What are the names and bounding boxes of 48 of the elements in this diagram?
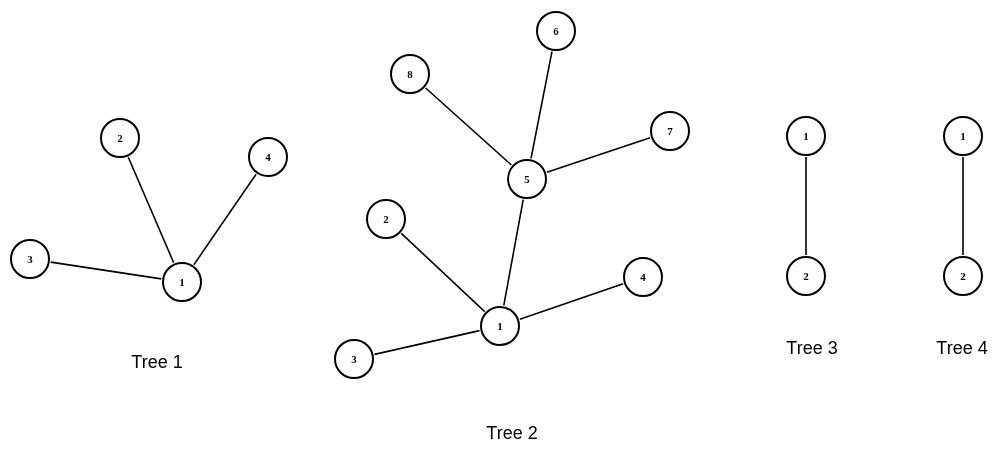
tree-caption: Tree 4 (936, 337, 988, 359)
tree-node-circle (100, 118, 140, 158)
node-number: 8 (407, 68, 413, 80)
edge-line (530, 50, 553, 160)
tree-node-circle (334, 339, 374, 379)
edge-line (503, 198, 524, 307)
tree-node-circle (480, 306, 520, 346)
edge-line (962, 156, 964, 256)
tree-node-circle (248, 137, 288, 177)
edge-line (519, 283, 624, 320)
node-number: 2 (960, 270, 966, 282)
edge-line (546, 136, 651, 174)
edge-line (49, 261, 163, 280)
tree-caption: Tree 1 (131, 351, 183, 373)
tree-node-circle (162, 262, 202, 302)
node-number: 5 (524, 173, 530, 185)
tree-node-circle (507, 159, 547, 199)
tree-node-circle (366, 199, 406, 239)
tree-node-circle (10, 239, 50, 279)
tree-caption: Tree 2 (486, 422, 538, 444)
node-number: 4 (640, 271, 646, 283)
tree-node-circle (390, 54, 430, 94)
node-number: 1 (960, 130, 966, 142)
node-number: 6 (553, 25, 559, 37)
node-number: 3 (27, 253, 33, 265)
tree-node-circle (786, 256, 826, 296)
tree-node-circle (943, 116, 983, 156)
edge-line (193, 173, 257, 266)
node-number: 2 (383, 213, 389, 225)
tree-node-circle (786, 116, 826, 156)
edge-line (400, 232, 486, 313)
node-number: 7 (667, 125, 673, 137)
tree-caption: Tree 3 (786, 337, 838, 359)
node-number: 4 (265, 151, 271, 163)
edge-line (805, 156, 807, 256)
tree-node-circle (536, 11, 576, 51)
node-number: 1 (497, 320, 503, 332)
edge-line (127, 156, 175, 264)
node-number: 2 (117, 132, 123, 144)
edge-line (424, 87, 513, 166)
tree-node-circle (943, 256, 983, 296)
node-number: 2 (803, 270, 809, 282)
tree-node-circle (623, 257, 663, 297)
node-number: 1 (803, 130, 809, 142)
edge-line (373, 329, 481, 356)
tree-node-circle (650, 111, 690, 151)
node-number: 3 (351, 353, 357, 365)
node-number: 1 (179, 276, 185, 288)
